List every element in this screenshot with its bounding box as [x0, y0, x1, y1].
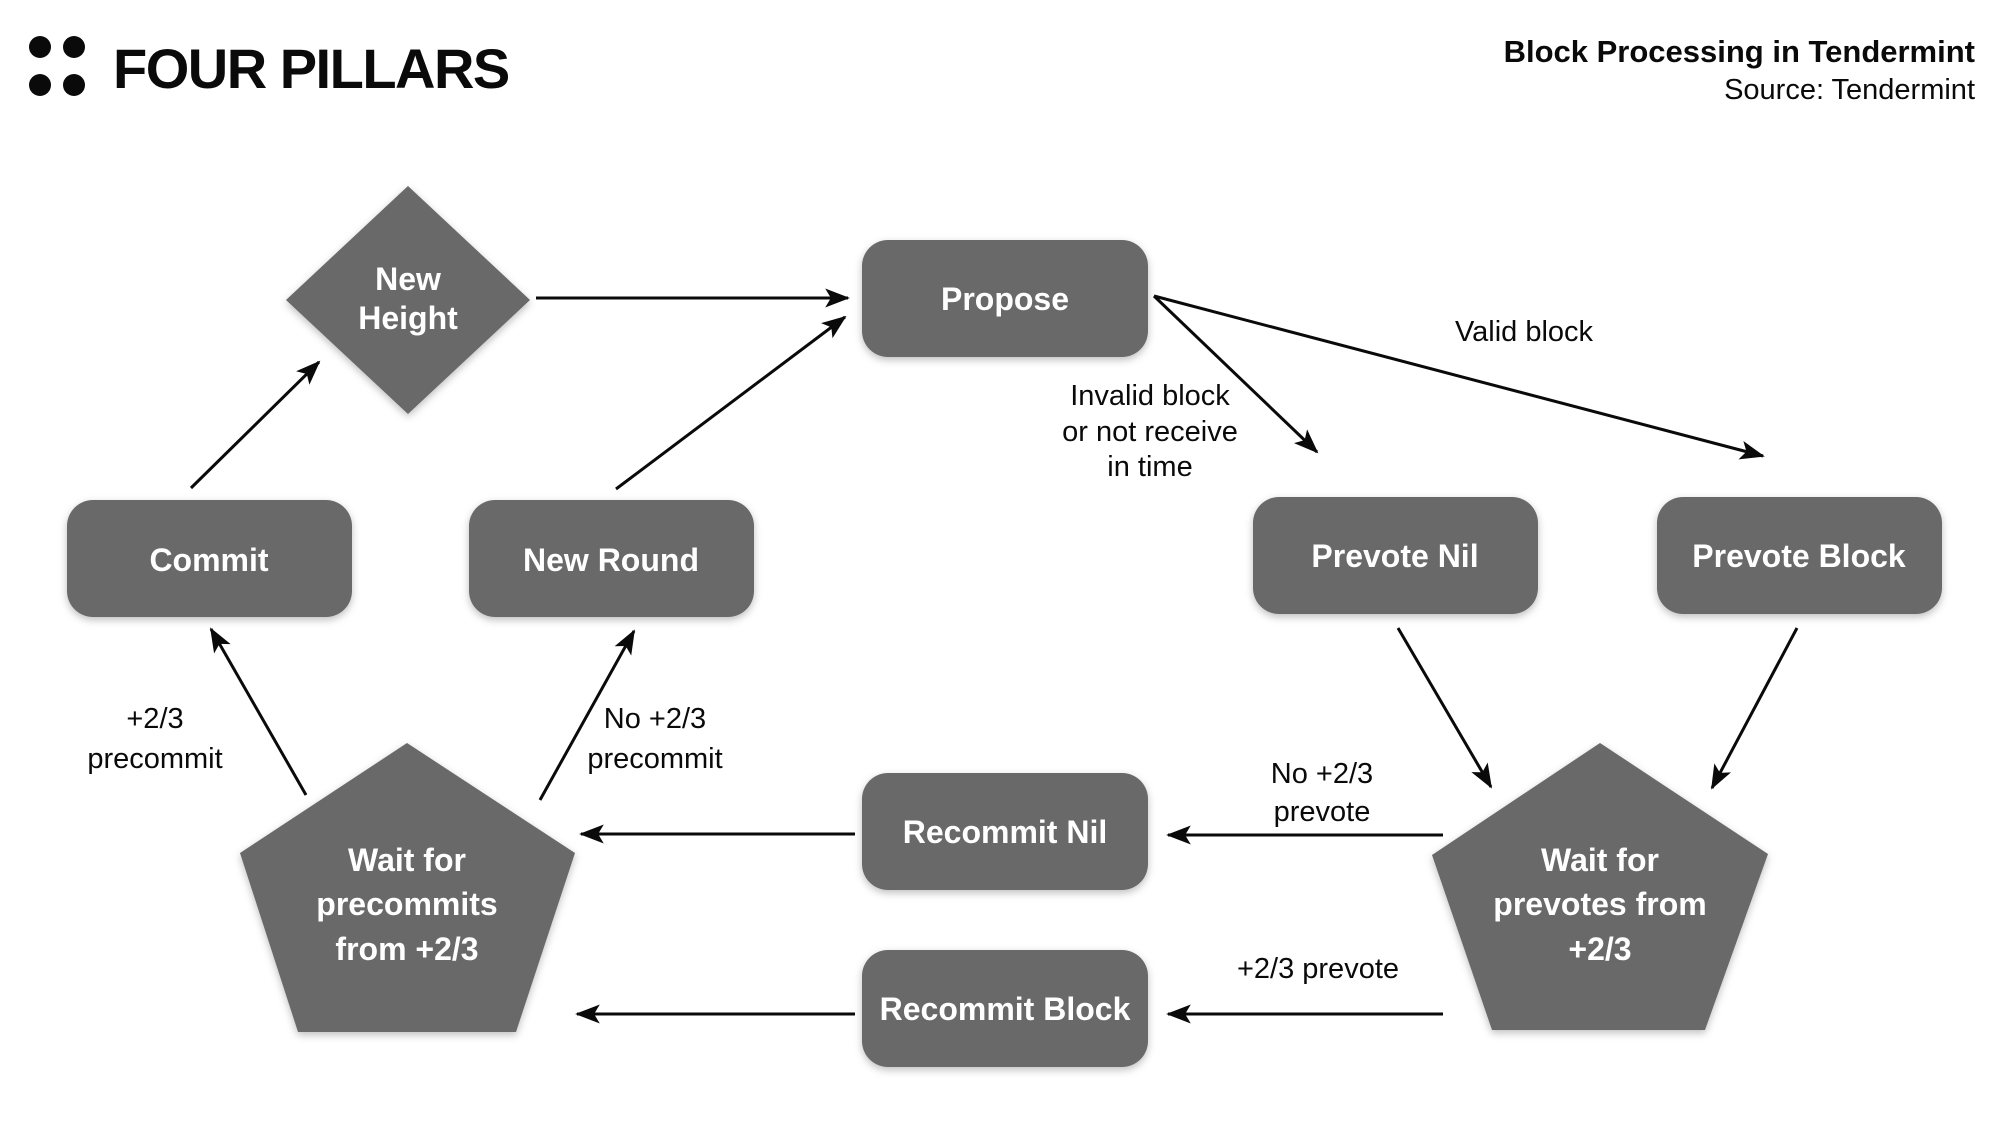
edge-label-plus-prevote: +2/3 prevote — [1237, 953, 1399, 985]
node-new-height: New Height — [286, 186, 530, 414]
source-caption: Source: Tendermint — [1724, 74, 1975, 106]
svg-text:prevotes from: prevotes from — [1493, 886, 1706, 922]
svg-text:precommits: precommits — [316, 886, 497, 922]
svg-text:or not receive: or not receive — [1062, 416, 1238, 448]
svg-text:from +2/3: from +2/3 — [335, 931, 478, 967]
svg-text:Wait for: Wait for — [348, 842, 466, 878]
edge-labels: Valid block Invalid block or not receive… — [87, 316, 1593, 985]
edge-wait-precommits-to-new-round — [538, 629, 636, 801]
node-wait-precommits: Wait for precommits from +2/3 — [240, 743, 575, 1032]
svg-text:prevote: prevote — [1274, 796, 1371, 828]
node-new-round: New Round — [469, 500, 754, 617]
svg-text:Commit: Commit — [149, 542, 268, 578]
page-title: Block Processing in Tendermint — [1504, 34, 1975, 69]
svg-text:Wait for: Wait for — [1541, 842, 1659, 878]
logo-wordmark: FOUR PILLARS — [113, 37, 509, 100]
logo-dot — [29, 74, 51, 96]
node-recommit-block: Recommit Block — [862, 950, 1148, 1067]
svg-text:Prevote Nil: Prevote Nil — [1311, 538, 1478, 574]
svg-text:No +2/3: No +2/3 — [1271, 758, 1373, 790]
prevote-block-box — [1657, 497, 1942, 614]
edge-label-no-precommit: No +2/3 precommit — [587, 703, 722, 775]
svg-text:+2/3: +2/3 — [126, 703, 183, 735]
node-wait-prevotes: Wait for prevotes from +2/3 — [1432, 743, 1768, 1030]
node-prevote-block: Prevote Block — [1657, 497, 1942, 614]
edge-label-valid-block: Valid block — [1455, 316, 1594, 348]
edge-wait-precommits-to-commit — [209, 627, 308, 796]
logo-dot — [63, 36, 85, 58]
slide-header: Block Processing in Tendermint Source: T… — [1504, 34, 1975, 106]
logo-dot — [29, 36, 51, 58]
new-height-diamond — [286, 186, 530, 414]
prevote-nil-box — [1253, 497, 1538, 614]
recommit-block-box — [862, 950, 1148, 1067]
svg-text:+2/3: +2/3 — [1568, 931, 1631, 967]
new-round-box — [469, 500, 754, 617]
four-pillars-logo: FOUR PILLARS — [29, 36, 510, 100]
edge-label-plus-precommit: +2/3 precommit — [87, 703, 222, 775]
node-propose: Propose — [862, 240, 1148, 357]
svg-text:in time: in time — [1107, 451, 1192, 483]
svg-text:Recommit Nil: Recommit Nil — [903, 814, 1107, 850]
svg-text:Propose: Propose — [941, 281, 1069, 317]
svg-text:New Round: New Round — [523, 542, 699, 578]
recommit-nil-box — [862, 773, 1148, 890]
propose-box — [862, 240, 1148, 357]
commit-box — [67, 500, 352, 617]
edge-propose-to-prevote-block — [1153, 294, 1765, 460]
wait-prevotes-pentagon — [1432, 743, 1768, 1030]
diagram-nodes: New Height Propose Commit New Round Prev… — [67, 186, 1942, 1067]
node-recommit-nil: Recommit Nil — [862, 773, 1148, 890]
node-prevote-nil: Prevote Nil — [1253, 497, 1538, 614]
edge-label-invalid-block: Invalid block or not receive in time — [1062, 380, 1238, 483]
edge-label-no-prevote: No +2/3 prevote — [1271, 758, 1373, 828]
wait-precommits-pentagon — [240, 743, 575, 1032]
edge-prevote-nil-to-wait-prevotes — [1396, 627, 1493, 789]
svg-text:precommit: precommit — [587, 743, 722, 775]
edge-prevote-block-to-wait-prevotes — [1710, 627, 1799, 790]
four-dots-icon — [29, 36, 85, 96]
logo-dot — [63, 74, 85, 96]
svg-text:precommit: precommit — [87, 743, 222, 775]
svg-text:New: New — [375, 261, 441, 297]
svg-text:No +2/3: No +2/3 — [604, 703, 706, 735]
edge-propose-to-prevote-nil — [1152, 294, 1319, 454]
edge-new-round-to-propose — [615, 315, 847, 491]
svg-text:Prevote Block: Prevote Block — [1692, 538, 1906, 574]
node-commit: Commit — [67, 500, 352, 617]
diagram-edges — [189, 288, 1799, 1024]
edge-commit-to-new-height — [189, 360, 321, 490]
svg-text:Recommit Block: Recommit Block — [880, 991, 1131, 1027]
svg-text:Invalid block: Invalid block — [1070, 380, 1230, 412]
svg-text:Height: Height — [358, 300, 458, 336]
